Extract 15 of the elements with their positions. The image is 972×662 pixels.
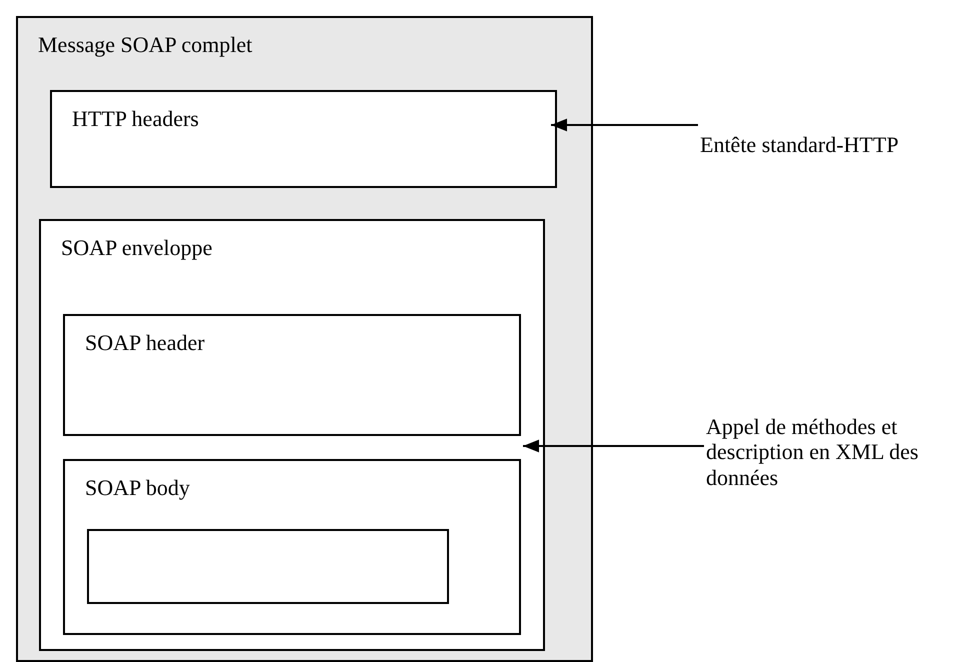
section-box	[63, 314, 521, 436]
annotation-text: Entête standard-HTTP	[700, 132, 900, 158]
box-title: SOAP body	[85, 475, 190, 500]
box-title: Message SOAP complet	[38, 32, 252, 58]
box-title: SOAP enveloppe	[61, 235, 212, 260]
empty-box	[87, 529, 449, 604]
arrow	[523, 440, 704, 452]
section-box	[50, 90, 557, 188]
section-box	[63, 459, 521, 635]
box-title: SOAP header	[85, 330, 205, 356]
arrow	[551, 118, 698, 132]
annotation-text: Appel de méthodes et description en XML des données	[706, 414, 920, 490]
section-box	[39, 219, 545, 651]
box-title: HTTP headers	[72, 106, 199, 132]
container-box	[16, 16, 593, 662]
